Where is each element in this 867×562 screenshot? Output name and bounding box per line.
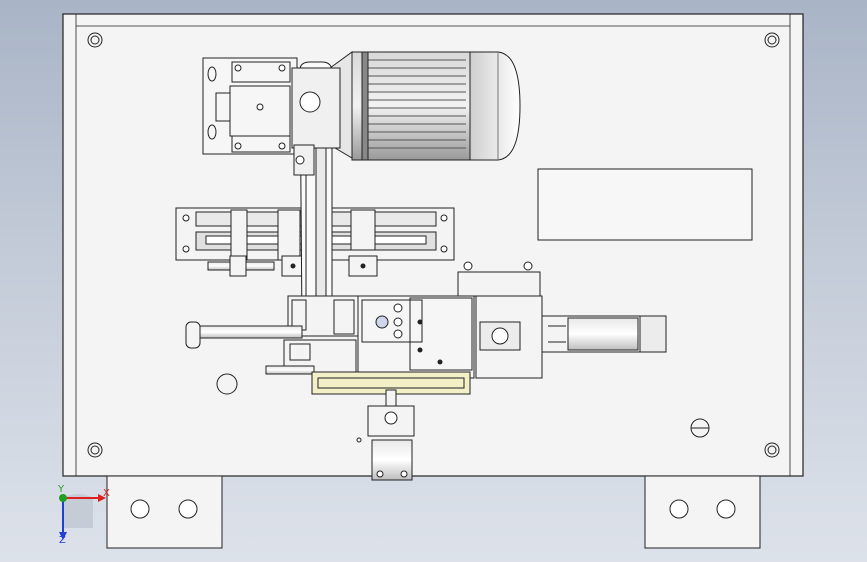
cutter-head: [311, 295, 475, 395]
support-feet: [106, 475, 761, 549]
drive-motor: [329, 51, 521, 161]
belt-drive: [291, 61, 341, 337]
coordinate-triad: X Y Z: [57, 484, 110, 546]
axis-z-label: Z: [59, 535, 66, 546]
axis-x-label: X: [103, 488, 110, 499]
motor-mount: [202, 57, 298, 155]
right-actuator: [457, 261, 667, 379]
nameplate-frame: [537, 168, 753, 241]
axis-y-label: Y: [57, 484, 65, 495]
bottom-cylinder: [367, 389, 415, 481]
clamp-assembly: [185, 295, 359, 375]
corner-holes: [87, 32, 780, 458]
